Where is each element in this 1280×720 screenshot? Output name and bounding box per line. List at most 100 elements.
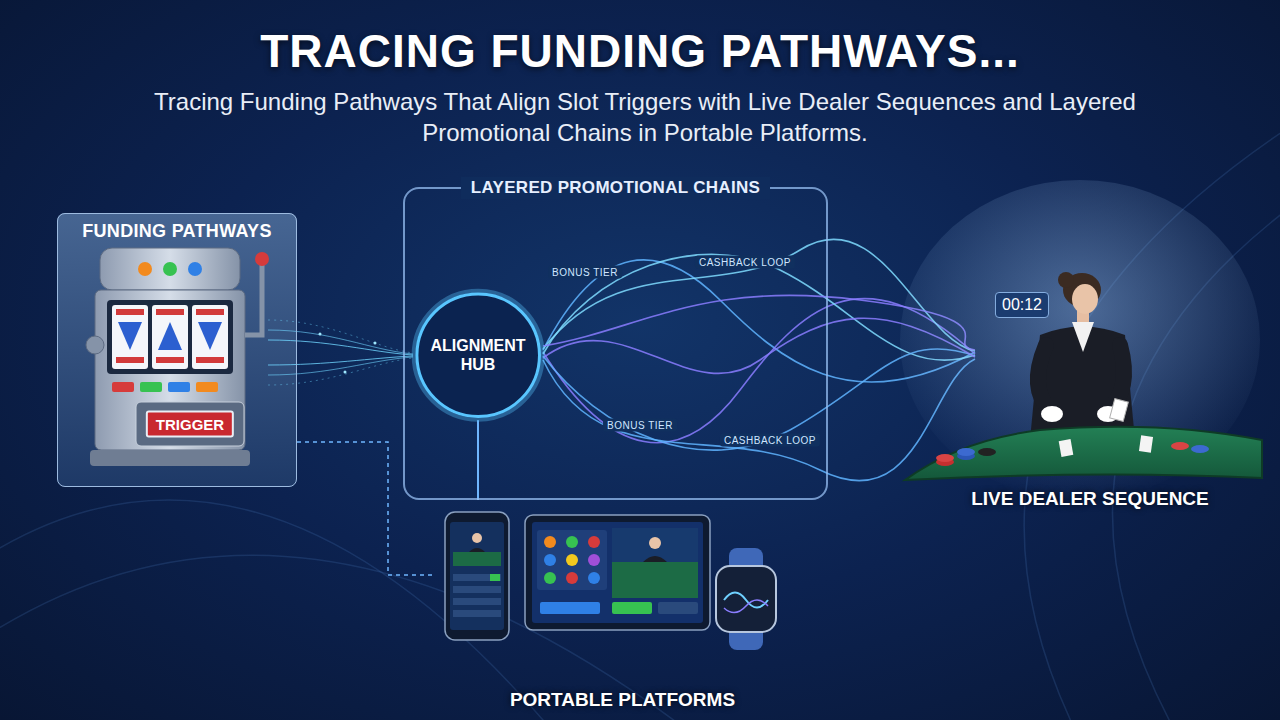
dealer-scene [1110, 399, 1129, 422]
slot-machine [116, 357, 144, 363]
slot-machine [158, 322, 182, 350]
hub-label: ALIGNMENT HUB [422, 336, 534, 374]
devices [612, 528, 698, 598]
devices [544, 554, 556, 566]
slot-machine [136, 402, 244, 446]
slot-machine [90, 450, 250, 466]
slot-machine [156, 357, 184, 363]
data-streams [268, 358, 413, 385]
dealer-scene [1171, 442, 1189, 450]
slot-machine [198, 322, 222, 350]
devices [566, 572, 578, 584]
strand-tag: BONUS TIER [548, 266, 622, 279]
devices [588, 554, 600, 566]
devices [453, 574, 501, 581]
devices [469, 548, 485, 552]
dealer-scene [936, 454, 954, 462]
slot-machine [163, 262, 177, 276]
strand-tag: CASHBACK LOOP [720, 434, 820, 447]
strand-tag: CASHBACK LOOP [695, 256, 795, 269]
slot-machine [196, 309, 224, 315]
dealer-scene [905, 427, 1262, 480]
devices [566, 554, 578, 566]
slot-machine [95, 290, 245, 450]
data-streams [268, 320, 413, 385]
background-arcs [0, 500, 560, 720]
slot-machine [192, 305, 228, 369]
slot-machine [140, 382, 162, 392]
trigger-plate: TRIGGER [146, 411, 234, 438]
devices [566, 536, 578, 548]
slot-machine [245, 264, 262, 335]
devices [544, 572, 556, 584]
dealer-scene [1058, 272, 1074, 288]
slot-machine [196, 382, 218, 392]
devices [716, 566, 776, 632]
devices [525, 515, 710, 630]
slot-machine [86, 336, 104, 354]
slot-machine [118, 322, 142, 350]
devices [588, 572, 600, 584]
data-streams [268, 330, 413, 354]
live-dealer-scene: LIVE DEALER SEQUENCE [915, 265, 1265, 513]
devices [445, 512, 509, 640]
dealer-scene [1059, 439, 1074, 457]
devices [453, 586, 501, 593]
slot-machine [156, 309, 184, 315]
devices [649, 537, 661, 549]
slot-machine [116, 309, 144, 315]
connector [297, 353, 413, 357]
panel-ground [57, 213, 297, 487]
slot-machine [168, 382, 190, 392]
hub-circle [413, 290, 543, 420]
slot-machine [152, 305, 188, 369]
slot-machine [255, 252, 269, 266]
devices [724, 600, 768, 613]
dealer-scene [1072, 284, 1098, 314]
devices [612, 602, 652, 614]
promo-chain-frame: LAYERED PROMOTIONAL CHAINSALIGNMENT HUB [403, 187, 828, 500]
dealer-scene [978, 448, 996, 456]
devices [537, 530, 607, 590]
devices [588, 536, 600, 548]
dealer-scene [1139, 435, 1153, 453]
slot-machine [112, 305, 148, 369]
devices [453, 552, 501, 566]
dealer-scene [1038, 345, 1050, 410]
devices [612, 562, 698, 598]
devices [532, 522, 703, 623]
device-group: PORTABLE PLATFORMS [435, 500, 810, 714]
slot-machine [107, 300, 233, 374]
data-streams [268, 356, 413, 365]
devices [453, 598, 501, 605]
devices [658, 602, 698, 614]
slot-machine [112, 382, 134, 392]
frame-heading: LAYERED PROMOTIONAL CHAINS [461, 177, 770, 199]
scene-label: LIVE DEALER SEQUENCE [971, 488, 1209, 510]
alignment-hub: ALIGNMENT HUB [413, 290, 543, 420]
scene-label: PORTABLE PLATFORMS [510, 689, 735, 711]
slot-machine [86, 248, 269, 466]
data-streams [268, 340, 413, 355]
devices [643, 556, 667, 562]
slot-machine [100, 248, 240, 290]
devices [450, 522, 504, 630]
data-streams [374, 342, 377, 345]
funding-panel: FUNDING PATHWAYS [57, 213, 297, 487]
devices [445, 512, 776, 650]
data-streams [268, 357, 413, 375]
dealer-scene [1041, 406, 1063, 422]
timer-badge: 00:12 [995, 292, 1049, 318]
strand-tag: BONUS TIER [603, 419, 677, 432]
dealer-scene [1072, 322, 1094, 352]
devices [540, 602, 600, 614]
dealer-scene [900, 180, 1262, 500]
connector [543, 353, 915, 356]
diagram-caption: Tracing Funding Pathways That Align Slot… [150, 86, 1140, 148]
data-streams [319, 333, 322, 336]
connector [477, 420, 479, 500]
panel-heading: FUNDING PATHWAYS [82, 221, 271, 242]
devices [490, 574, 500, 581]
dealer-scene [1191, 445, 1209, 453]
